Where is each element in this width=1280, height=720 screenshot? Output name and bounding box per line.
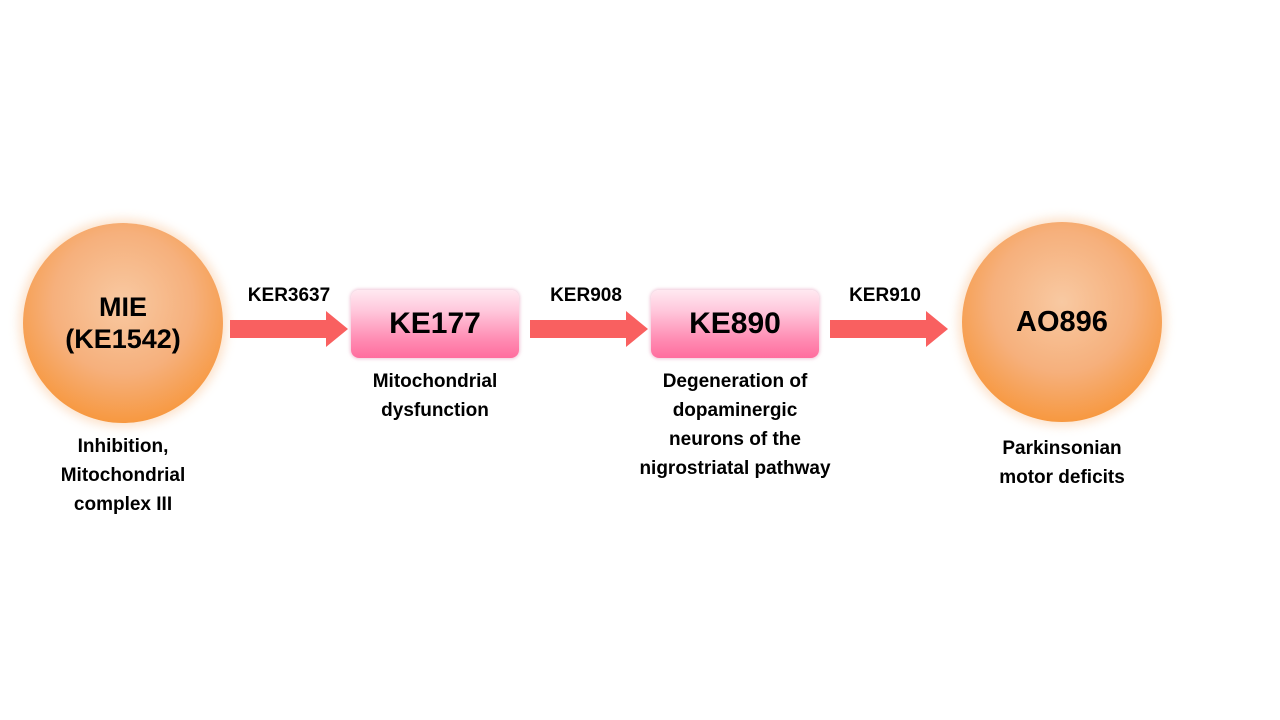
arrow-right-icon — [830, 311, 948, 347]
mie-node: MIE (KE1542) — [23, 223, 223, 423]
mie-title-line2: (KE1542) — [65, 324, 181, 354]
ao896-title: AO896 — [1016, 306, 1108, 338]
ker-label-3: KER910 — [849, 285, 921, 306]
ke890-description: Degeneration of dopaminergic neurons of … — [639, 371, 831, 479]
mie-description: Inhibition, Mitochondrial complex III — [60, 436, 186, 515]
arrow-shape-3 — [830, 311, 948, 347]
ao896-description: Parkinsonian motor deficits — [999, 438, 1125, 488]
ke177-description: Mitochondrial dysfunction — [372, 371, 498, 421]
mie-title-line1: MIE — [98, 292, 147, 322]
arrow-right-icon — [230, 311, 348, 347]
ke177-node: KE177 — [351, 290, 519, 358]
ao896-node: AO896 — [962, 222, 1162, 422]
mie-title: MIE (KE1542) — [23, 291, 223, 355]
ker-label-2: KER908 — [550, 285, 622, 306]
ke890-node: KE890 — [651, 290, 819, 358]
ker-label-1: KER3637 — [247, 285, 331, 306]
arrow-shape-1 — [230, 311, 348, 347]
arrow-shape-2 — [530, 311, 648, 347]
arrow-right-icon — [530, 311, 648, 347]
